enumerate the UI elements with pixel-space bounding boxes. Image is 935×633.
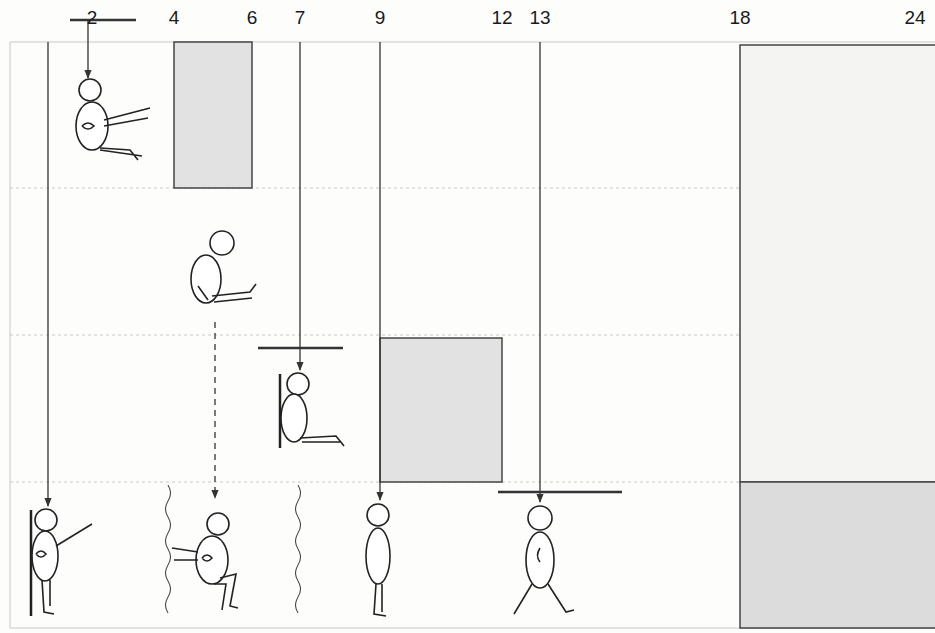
- figure-head: [210, 231, 234, 255]
- figure-arms: [104, 108, 150, 126]
- grid-line: [10, 42, 11, 628]
- figure-legs: [300, 436, 344, 446]
- figure-body: [366, 528, 390, 584]
- figure-body: [281, 394, 307, 442]
- period-band: [740, 45, 935, 482]
- figure-hands: [202, 555, 212, 561]
- figure-head: [528, 506, 552, 530]
- grid-line: [10, 42, 935, 43]
- month-number: 2: [87, 8, 98, 27]
- figure-body: [32, 531, 58, 581]
- figure-hands: [36, 551, 46, 557]
- period-band: [740, 482, 935, 628]
- figure-body: [526, 532, 554, 588]
- period-band: [380, 338, 502, 482]
- milestone-arrow: [214, 322, 215, 498]
- standing-figure: [366, 504, 390, 616]
- milestone-arrow: [379, 42, 380, 500]
- milestone-bar: [70, 19, 136, 22]
- month-number: 4: [169, 8, 180, 27]
- figure-head: [367, 504, 389, 526]
- month-number: 7: [295, 8, 306, 27]
- figure-legs: [100, 148, 142, 160]
- figure-legs: [198, 284, 256, 302]
- figure-hands: [82, 123, 94, 129]
- wavy-line: [166, 485, 171, 613]
- milestone-arrow: [539, 42, 540, 502]
- month-number: 6: [247, 8, 258, 27]
- milestone-arrow: [47, 42, 48, 506]
- figure-head: [79, 79, 101, 101]
- stick-figures: [31, 79, 574, 616]
- figure-body: [76, 102, 108, 150]
- month-number: 12: [491, 8, 512, 27]
- milestone-arrow: [299, 42, 300, 370]
- figure-head: [35, 509, 57, 531]
- period-band: [174, 42, 252, 188]
- figure-legs: [42, 580, 54, 614]
- figure-legs: [214, 574, 238, 610]
- shaded-periods: [174, 42, 935, 628]
- figure-arm: [538, 548, 541, 562]
- wavy-line: [296, 485, 301, 613]
- standing-figure: [31, 509, 92, 616]
- milestone-bar: [498, 491, 622, 494]
- milestone-arrows: [48, 20, 622, 613]
- figure-legs: [374, 584, 386, 616]
- sitting-figure: [76, 79, 150, 160]
- figure-head: [207, 513, 229, 535]
- milestone-arrow: [87, 20, 88, 78]
- figure-arms: [172, 548, 198, 560]
- figure-legs: [514, 584, 574, 614]
- month-number: 13: [529, 8, 550, 27]
- figure-arm: [56, 524, 92, 546]
- month-number: 9: [375, 8, 386, 27]
- month-number: 18: [729, 8, 750, 27]
- month-number: 24: [904, 8, 925, 27]
- walking-figure: [514, 506, 574, 614]
- sitting-figure: [280, 373, 344, 448]
- squatting-figure: [172, 513, 238, 610]
- sitting-figure: [191, 231, 256, 303]
- figure-head: [287, 373, 309, 395]
